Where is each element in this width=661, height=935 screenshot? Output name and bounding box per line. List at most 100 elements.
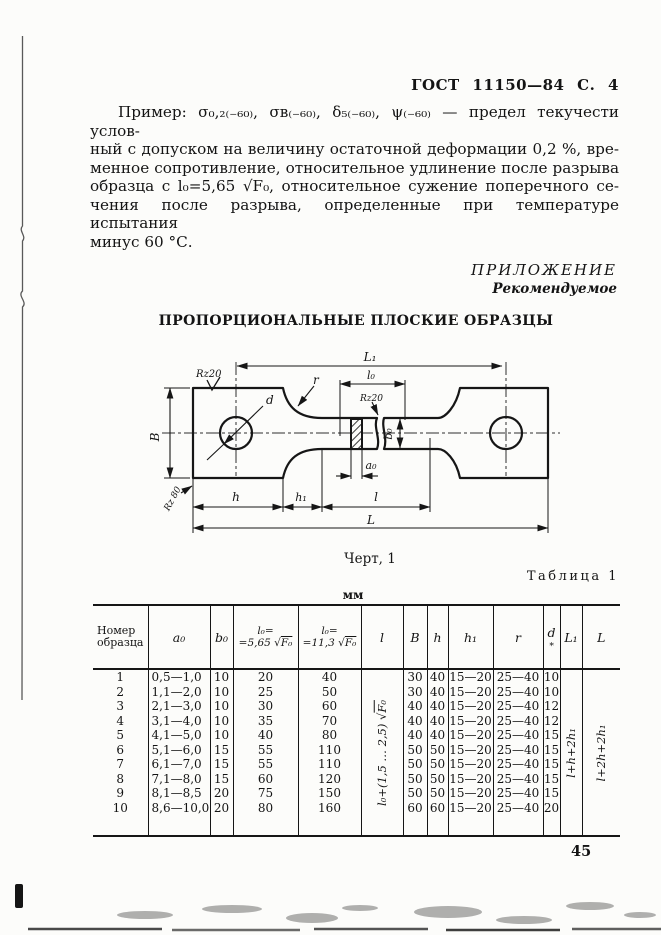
table-cell: 8 [116,771,125,786]
table-cell: 15 [542,742,560,757]
table-cell: 10 [542,684,560,699]
table-cell: 8,6—10,0 [147,800,210,836]
col-header-specimen-number: Номер образца [93,605,148,670]
table-cell: 30 [402,684,427,699]
table-cell: 20 [209,786,233,801]
hole-dia-label: d [266,393,274,407]
example-paragraph: Пример: σ₀,₂₍₋₆₀₎, σв₍₋₆₀₎, δ₅₍₋₆₀₎, ψ₍₋… [90,103,619,251]
table-cell: 7,1—8,0 [147,771,210,786]
table-cell: 15 [209,771,233,786]
paragraph-line: менное сопротивление, относительное удли… [90,158,619,177]
table-cell: 40 [426,728,448,743]
table-cell: 15 [542,786,560,801]
table-cell: 5 [116,728,125,742]
table-cell: 110 [297,742,361,757]
table-cell: 10 [209,669,233,685]
rotated-formula-cell-L: l+2h+2h₁ [581,669,620,836]
dim-label-h: h [232,490,240,504]
table-cell: 75 [232,786,298,801]
table-cell: 50 [426,771,448,786]
table-row: 1 0,5—1,0 10 20 40 l₀+(1,5 … 2,5) √F₀ 30… [93,669,620,836]
table-cell: 15 [542,728,560,743]
roughness-label-side: Rz 80 [162,485,184,514]
table-cell: 50 [426,757,448,772]
formula-pre: l₀+(1,5 … 2,5) √ [374,712,389,806]
table-cell: 55 [232,757,298,772]
table-cell: 25—40 [492,757,543,772]
table-cell: 0,5—1,0 [147,669,210,685]
rotated-formula-l: l₀+(1,5 … 2,5) √F₀ [375,700,390,806]
specimen-outline [191,386,550,480]
table-cell: 3,1—4,0 [147,713,210,728]
table-cell: 2,1—3,0 [147,699,210,714]
formula-pre: =11,3 √ [302,637,345,649]
table-cell: 40 [426,713,448,728]
table-cell: 150 [297,786,361,801]
table-cell: 10 [209,713,233,728]
table-cell: 25—40 [492,684,543,699]
table-cell: 80 [232,800,298,836]
dim-label-a0: a₀ [366,459,378,472]
table-cell: 12 [542,713,560,728]
col-header-l0-113: l₀= =11,3 √F₀ [297,605,361,670]
formula-line: l₀= [321,625,338,637]
rotated-formula-L: l+2h+2h₁ [594,723,608,782]
table-cell: 20 [232,669,298,685]
table-cell: 3 [116,699,125,713]
formula-radicand: F₀ [344,637,357,649]
paragraph-line: чения после разрыва, определенные при те… [90,195,619,233]
extension-lines [164,380,549,533]
col-header-r: r [492,605,543,670]
bottom-torn-line [28,927,661,932]
table-cell: 10 [542,669,560,685]
formula-line: =5,65 √F₀ [234,637,298,649]
rotated-formula-cell-L1: l+h+2h₁ [559,669,582,836]
table-cell: 1,1—2,0 [147,684,210,699]
table-cell: 40 [426,669,448,685]
table-cell: 80 [297,728,361,743]
table-cell: 15 [542,771,560,786]
table-cell: 50 [402,742,427,757]
table-cell: 15—20 [447,713,493,728]
table-cell: 10 [112,800,128,815]
col-header-d: d ∗ [542,605,560,670]
col-header-d-label: d [547,624,556,640]
col-header-l: l [360,605,403,670]
table-cell: 15—20 [447,800,493,836]
col-header-l0-565: l₀= =5,65 √F₀ [232,605,298,670]
table-cell: 40 [402,713,427,728]
table-cell: 25 [232,684,298,699]
scan-blot [15,884,23,908]
table-cell: 7 [116,757,125,771]
table-caption: Таблица 1 [526,569,619,584]
table-cell: 20 [542,800,560,836]
formula-line: l₀= [257,625,274,637]
table-cell: 40 [402,699,427,714]
table-cell: 60 [232,771,298,786]
table-cell: 2 [116,684,125,699]
table-cell: 30 [232,699,298,714]
table-cell: 10 [209,699,233,714]
appendix-title: ПРИЛОЖЕНИЕ [471,261,617,279]
dim-label-b0: b₀ [382,428,395,440]
dimension-lines [166,362,549,532]
table-cell: 60 [402,800,427,836]
table-cell: 25—40 [492,800,543,836]
table-cell: 6 [116,742,125,757]
appendix-subtitle: Рекомендуемое [492,281,617,297]
paragraph-line: ный с допуском на величину остаточной де… [90,140,619,158]
rotated-formula-cell-l: l₀+(1,5 … 2,5) √F₀ [360,669,403,836]
specimen-drawing: L₁ l₀ Rz20 Rz20 r d B b₀ a₀ Rz 80 h h₁ l… [148,350,560,533]
table-cell: 55 [232,742,298,757]
dim-label-L1: L₁ [363,350,377,364]
table-cell: 160 [297,800,361,836]
table-cell: 15—20 [447,771,493,786]
document-header: ГОСТ 11150—84 С. 4 [411,76,619,94]
table-cell: 4,1—5,0 [147,728,210,743]
